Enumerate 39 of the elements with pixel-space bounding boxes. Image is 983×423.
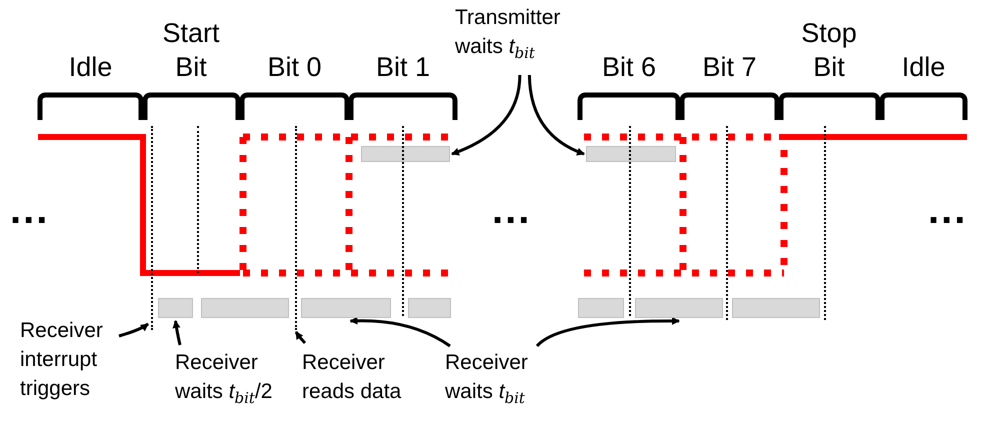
bit-label: Start Bit — [161, 17, 221, 84]
arrow — [528, 74, 585, 156]
dotted-guide-line — [151, 126, 153, 330]
bit-label: Bit 0 — [266, 51, 323, 84]
bit-label: Idle — [900, 51, 946, 84]
timing-bar — [158, 298, 193, 318]
bit-label: Bit 6 — [600, 51, 658, 84]
dotted-guide-line — [824, 126, 826, 320]
timing-bar — [301, 298, 391, 318]
ellipsis-mark: ... — [10, 190, 50, 230]
dotted-guide-line — [726, 126, 728, 320]
callout-text: Receiver waits t$_{bit}$ — [445, 348, 560, 414]
dotted-guide-line — [402, 126, 404, 316]
timing-bar — [586, 146, 676, 162]
arrow — [350, 316, 451, 348]
bit-label: Bit 1 — [374, 51, 432, 84]
timing-bar — [732, 298, 820, 318]
arrow — [294, 331, 306, 344]
timing-bar — [635, 298, 723, 318]
bit-label: Stop Bit — [800, 17, 858, 84]
dotted-guide-line — [197, 126, 199, 273]
callout-text: Transmitter waits t$_{bit}$ — [455, 3, 575, 68]
dotted-guide-line — [629, 126, 631, 316]
arrow — [451, 74, 522, 156]
callout-text: Receiver reads data — [302, 348, 417, 406]
ellipsis-mark: ... — [492, 190, 532, 230]
timing-bar — [408, 298, 451, 318]
arrow — [172, 320, 182, 346]
arrow — [118, 322, 149, 338]
ellipsis-mark: ... — [928, 190, 968, 230]
timing-bar — [361, 146, 450, 162]
callout-text: Receiver interrupt triggers — [20, 316, 120, 403]
timing-bar — [201, 298, 289, 318]
dotted-guide-line — [295, 126, 297, 330]
arrow — [536, 317, 680, 348]
bit-label: Idle — [68, 51, 114, 84]
bit-label: Bit 7 — [701, 51, 758, 84]
timing-bar — [578, 298, 624, 318]
callout-text: Receiver waits t$_{bit}$/2 — [175, 348, 290, 414]
